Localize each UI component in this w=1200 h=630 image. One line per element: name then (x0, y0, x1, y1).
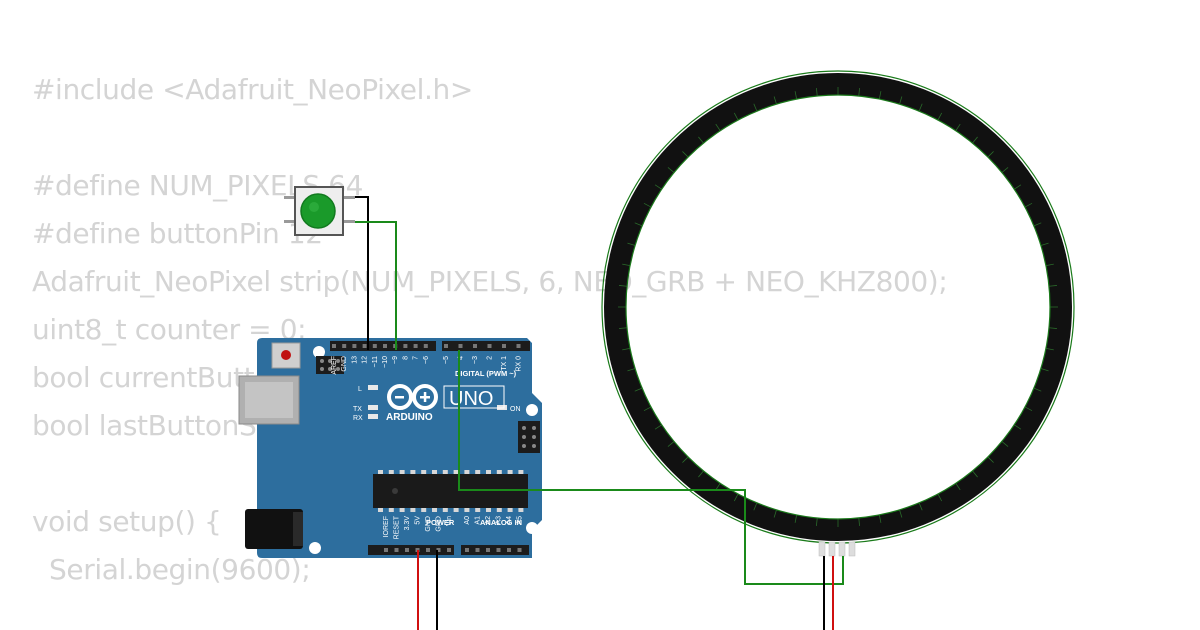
pin-label: GND (425, 516, 432, 532)
ring-pixel-separators (618, 87, 1058, 527)
code-line: uint8_t counter = 0; (32, 313, 307, 346)
icsp-header (316, 356, 344, 374)
led-l-label: L (358, 386, 362, 393)
pin-label: Vin (446, 516, 453, 526)
pin-label: ~11 (372, 356, 379, 367)
header-pin[interactable] (507, 548, 511, 552)
led-tx (368, 405, 378, 410)
code-line: #include <Adafruit_NeoPixel.h> (32, 73, 473, 106)
header-pin[interactable] (362, 344, 367, 348)
power-analog-header (368, 545, 529, 555)
digital-header (330, 341, 530, 351)
header-pin[interactable] (423, 344, 428, 348)
header-pin[interactable] (426, 548, 430, 552)
pin-label: 4 (458, 356, 465, 360)
pin-label: TX 1 (501, 356, 508, 371)
pin-label: 5V (415, 516, 422, 525)
pin-label: ~3 (472, 356, 479, 364)
neopixel-ring[interactable] (601, 70, 1075, 557)
pin-label: GND (436, 516, 443, 532)
pin-label: GND (341, 356, 348, 372)
wire-button-gnd[interactable] (355, 196, 369, 350)
pin-label: ~6 (423, 356, 430, 364)
pin-label: IOREF (383, 516, 390, 537)
header-pin[interactable] (342, 344, 347, 348)
pin-label: 3.3V (404, 516, 411, 531)
header-pin[interactable] (458, 344, 463, 348)
led-tx-label: TX (353, 406, 362, 413)
pin-label: AREF (331, 356, 338, 375)
header-pin[interactable] (413, 344, 418, 348)
header-pin[interactable] (473, 344, 477, 348)
pin-label: A5 (517, 516, 524, 525)
wire-button-pin12[interactable] (355, 221, 397, 350)
header-pin[interactable] (332, 344, 336, 348)
header-pin[interactable] (487, 344, 492, 348)
code-line: void setup() { (32, 505, 222, 538)
pin-label: A3 (496, 516, 503, 525)
pin-label: 2 (487, 356, 494, 360)
pin-label: A4 (506, 516, 513, 525)
led-rx (368, 414, 378, 419)
pin-label: RX 0 (516, 356, 523, 372)
pin-label: 12 (362, 356, 369, 364)
mounting-hole (526, 404, 538, 416)
header-pin[interactable] (465, 548, 469, 552)
analog-label: ANALOG IN (480, 518, 522, 527)
led-on-label: ON (510, 406, 521, 413)
header-pin[interactable] (436, 548, 441, 552)
pin-label: A0 (464, 516, 471, 525)
pin-label: RESET (394, 515, 401, 539)
code-line: Adafruit_NeoPixel strip(NUM_PIXELS, 6, N… (32, 265, 948, 298)
led-rx-label: RX (353, 415, 363, 422)
led-l (368, 385, 378, 390)
pin-label: A2 (485, 516, 492, 525)
icsp-header (518, 421, 540, 453)
pushbutton[interactable] (284, 186, 355, 236)
header-pin[interactable] (405, 548, 409, 552)
pin-label: 7 (413, 356, 420, 360)
pin-label: ~9 (392, 356, 399, 364)
pin-label: ~10 (382, 356, 389, 368)
model-label: UNO (449, 388, 493, 410)
header-pin[interactable] (516, 344, 521, 348)
header-pin[interactable] (502, 344, 506, 348)
header-pin[interactable] (486, 548, 490, 552)
header-pin[interactable] (372, 344, 377, 348)
header-pin[interactable] (352, 344, 357, 348)
mounting-hole (309, 542, 321, 554)
mounting-hole (526, 522, 538, 534)
header-pin[interactable] (496, 548, 501, 552)
pin-label: ~5 (443, 356, 450, 364)
arduino-logo-icon (387, 384, 438, 410)
header-pin[interactable] (444, 344, 448, 348)
code-editor-background: #include <Adafruit_NeoPixel.h>#define NU… (32, 66, 948, 594)
code-line: Serial.begin(9600); (32, 553, 311, 586)
pin-label: 8 (402, 356, 409, 360)
pin-label: A1 (475, 516, 482, 525)
mounting-hole (313, 346, 325, 358)
ring-connector (818, 541, 856, 557)
wire-pin6-ring-data[interactable] (458, 350, 844, 585)
header-pin[interactable] (383, 344, 387, 348)
power-jack (245, 509, 303, 549)
header-pin[interactable] (394, 548, 399, 552)
header-pin[interactable] (384, 548, 388, 552)
header-pin[interactable] (475, 548, 480, 552)
header-pin[interactable] (447, 548, 451, 552)
power-label: POWER (426, 518, 455, 527)
header-pin[interactable] (517, 548, 522, 552)
arduino-logo-text: ARDUINO (386, 412, 433, 423)
header-pin[interactable] (403, 344, 408, 348)
digital-label: DIGITAL (PWM ~) (455, 369, 517, 378)
pin-label: 13 (351, 356, 358, 364)
